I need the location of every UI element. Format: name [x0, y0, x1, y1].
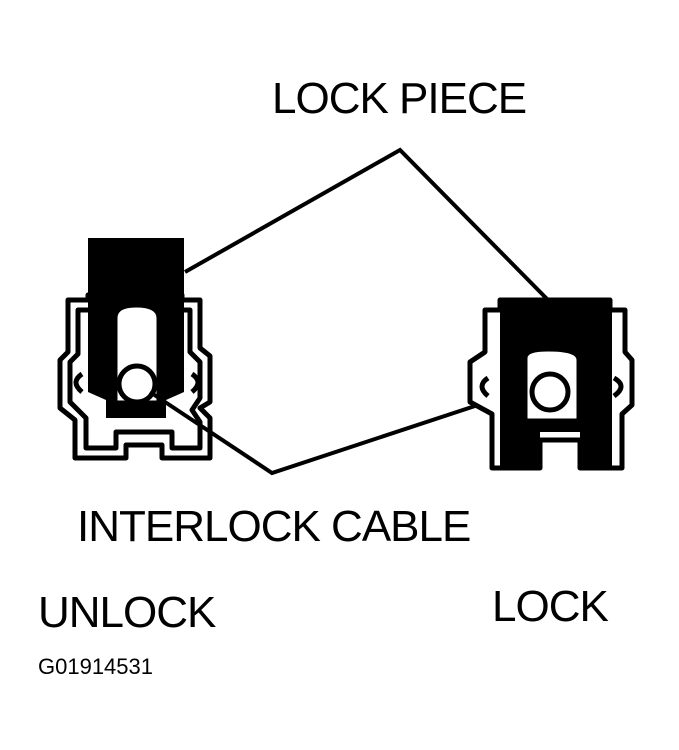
leader-lines	[148, 147, 552, 476]
lock-piece-leader	[184, 147, 552, 304]
lock-side-lobes	[479, 375, 624, 399]
unlock-side-lobes	[73, 371, 201, 394]
unlock-housing-inner	[67, 307, 203, 451]
lock-piece-label: LOCK PIECE	[272, 74, 527, 123]
unlock-cable-end	[116, 363, 158, 405]
unlock-label: UNLOCK	[38, 588, 216, 637]
interlock-cable-label: INTERLOCK CABLE	[77, 502, 471, 551]
figure-code: G01914531	[38, 654, 153, 679]
interlock-cable-leader	[148, 390, 476, 476]
lock-cable-end	[529, 371, 571, 413]
lock-label: LOCK	[492, 582, 609, 631]
